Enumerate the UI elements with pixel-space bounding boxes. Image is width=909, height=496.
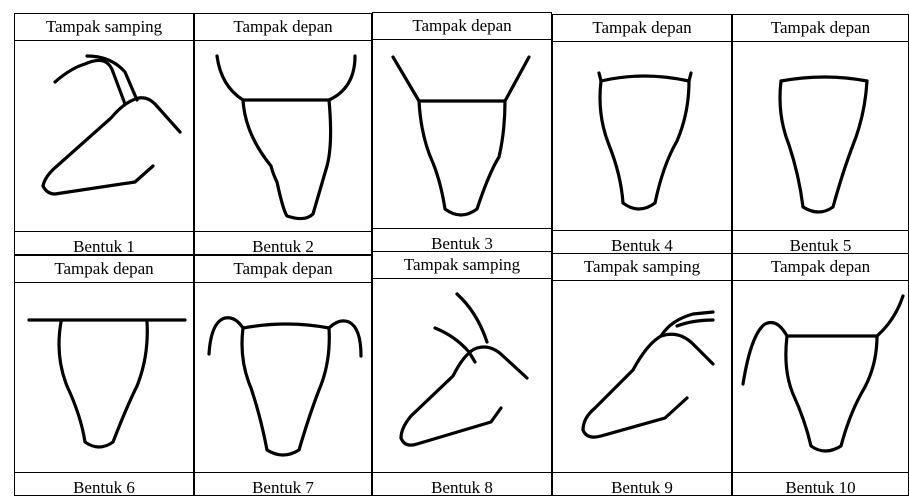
shape-panel-6: Tampak depan Bentuk 6 — [14, 255, 194, 496]
shape-label: Bentuk 7 — [195, 472, 371, 495]
shape-panel-3: Tampak depan Bentuk 3 — [372, 12, 552, 252]
shape-label: Bentuk 6 — [15, 472, 193, 495]
shape-panel-9: Tampak samping Bentuk 9 — [552, 253, 732, 496]
shape-panel-7: Tampak depan Bentuk 7 — [194, 255, 372, 496]
head-shape-front-view-icon — [733, 254, 909, 496]
shape-label: Bentuk 4 — [553, 230, 731, 253]
shape-panel-2: Tampak depan Bentuk 2 — [194, 13, 372, 255]
shape-panel-4: Tampak depan Bentuk 4 — [552, 14, 732, 254]
head-shape-front-view-icon — [553, 15, 732, 254]
head-shape-side-view-icon — [553, 254, 732, 496]
head-shape-front-view-icon — [195, 256, 372, 496]
head-shape-front-view-icon — [373, 13, 552, 252]
head-shape-front-view-icon — [15, 256, 194, 496]
shape-label: Bentuk 3 — [373, 228, 551, 251]
head-shape-side-view-icon — [373, 252, 552, 496]
shape-label: Bentuk 5 — [733, 230, 908, 253]
head-shape-front-view-icon — [195, 14, 372, 255]
shape-label: Bentuk 1 — [15, 231, 193, 254]
shape-label: Bentuk 9 — [553, 472, 731, 495]
head-shape-front-view-icon — [733, 15, 909, 254]
head-shape-side-view-icon — [15, 14, 194, 255]
shape-label: Bentuk 8 — [373, 472, 551, 495]
shape-panel-10: Tampak depan Bentuk 10 — [732, 253, 909, 496]
shape-panel-5: Tampak depan Bentuk 5 — [732, 14, 909, 254]
shape-label: Bentuk 2 — [195, 231, 371, 254]
shape-label: Bentuk 10 — [733, 472, 908, 495]
shape-panel-8: Tampak samping Bentuk 8 — [372, 251, 552, 496]
shape-panel-1: Tampak samping Bentuk 1 — [14, 13, 194, 255]
